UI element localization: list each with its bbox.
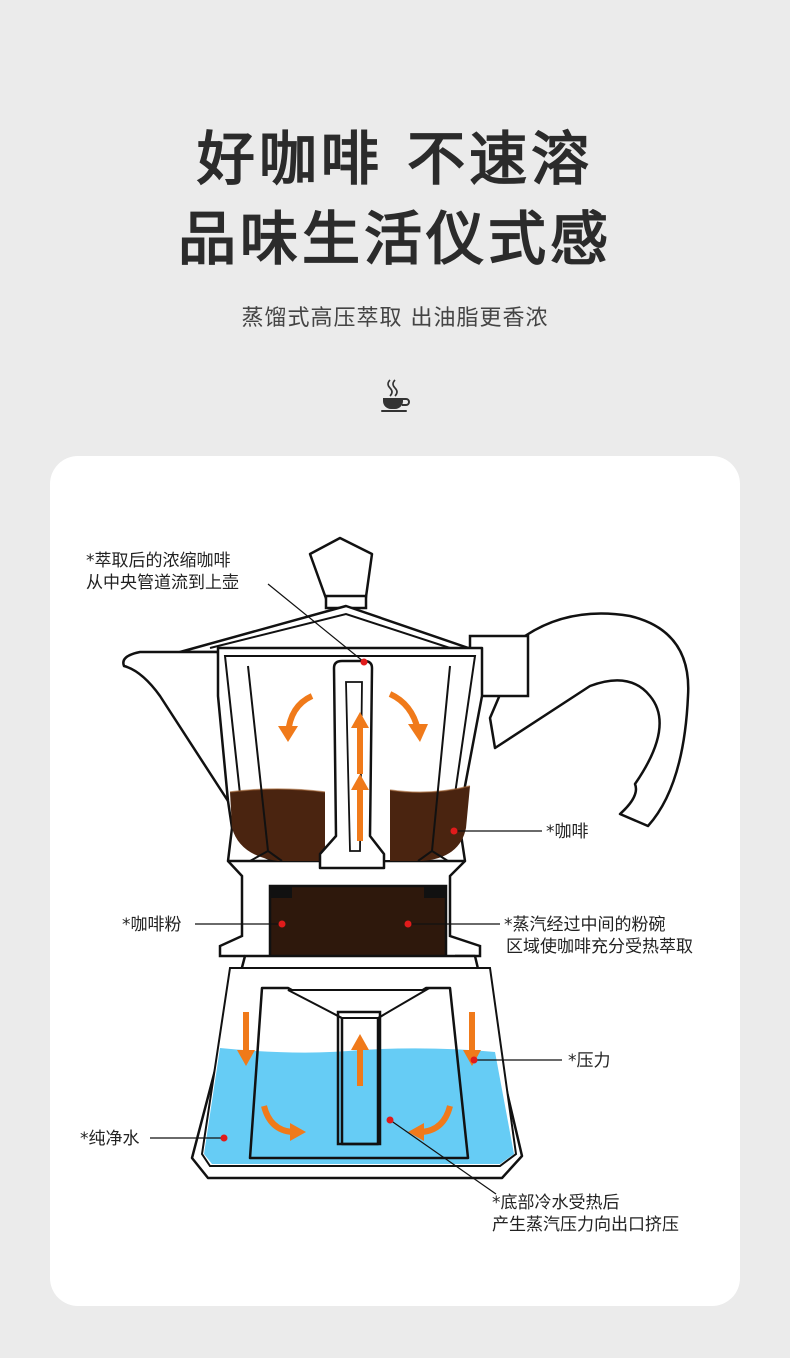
pointer-lines — [150, 583, 562, 1195]
headline-line-2: 品味生活仪式感 — [177, 205, 612, 273]
water — [204, 1048, 514, 1164]
label-pressure: *压力 — [568, 1051, 611, 1071]
label-coffee: *咖啡 — [546, 822, 589, 842]
label-extracted-line-2: 从中央管道流到上壶 — [86, 573, 239, 593]
label-water: *纯净水 — [80, 1129, 140, 1149]
lid-knob — [308, 536, 374, 606]
label-coffee-powder: *咖啡粉 — [122, 915, 182, 935]
lower-tube — [336, 1010, 382, 1146]
flow-arrows-lower — [243, 1012, 475, 1135]
label-steam-line-2: 区域使咖啡充分受热萃取 — [506, 936, 693, 957]
pointer-dots — [220, 658, 478, 1142]
label-steam-line-1: *蒸汽经过中间的粉碗 — [504, 915, 666, 935]
subtitle: 蒸馏式高压萃取 出油脂更香浓 — [241, 306, 549, 331]
spout — [122, 650, 230, 803]
diagram-card: *萃取后的浓缩咖啡 从中央管道流到上壶 *咖啡 *咖啡粉 *蒸汽经过中间的粉碗 … — [50, 456, 740, 1306]
coffee-liquid-left — [230, 789, 325, 861]
label-extracted-line-1: *萃取后的浓缩咖啡 — [86, 551, 231, 571]
handle — [488, 612, 690, 828]
coffee-liquid-right — [390, 786, 470, 861]
label-bottom-line-1: *底部冷水受热后 — [492, 1193, 620, 1213]
moka-pot-diagram: *萃取后的浓缩咖啡 从中央管道流到上壶 *咖啡 *咖啡粉 *蒸汽经过中间的粉碗 … — [80, 536, 693, 1235]
headline-line-1: 好咖啡 不速溶 — [196, 125, 594, 193]
label-bottom-line-2: 产生蒸汽压力向出口挤压 — [492, 1215, 679, 1235]
coffee-cup-icon — [381, 379, 410, 412]
